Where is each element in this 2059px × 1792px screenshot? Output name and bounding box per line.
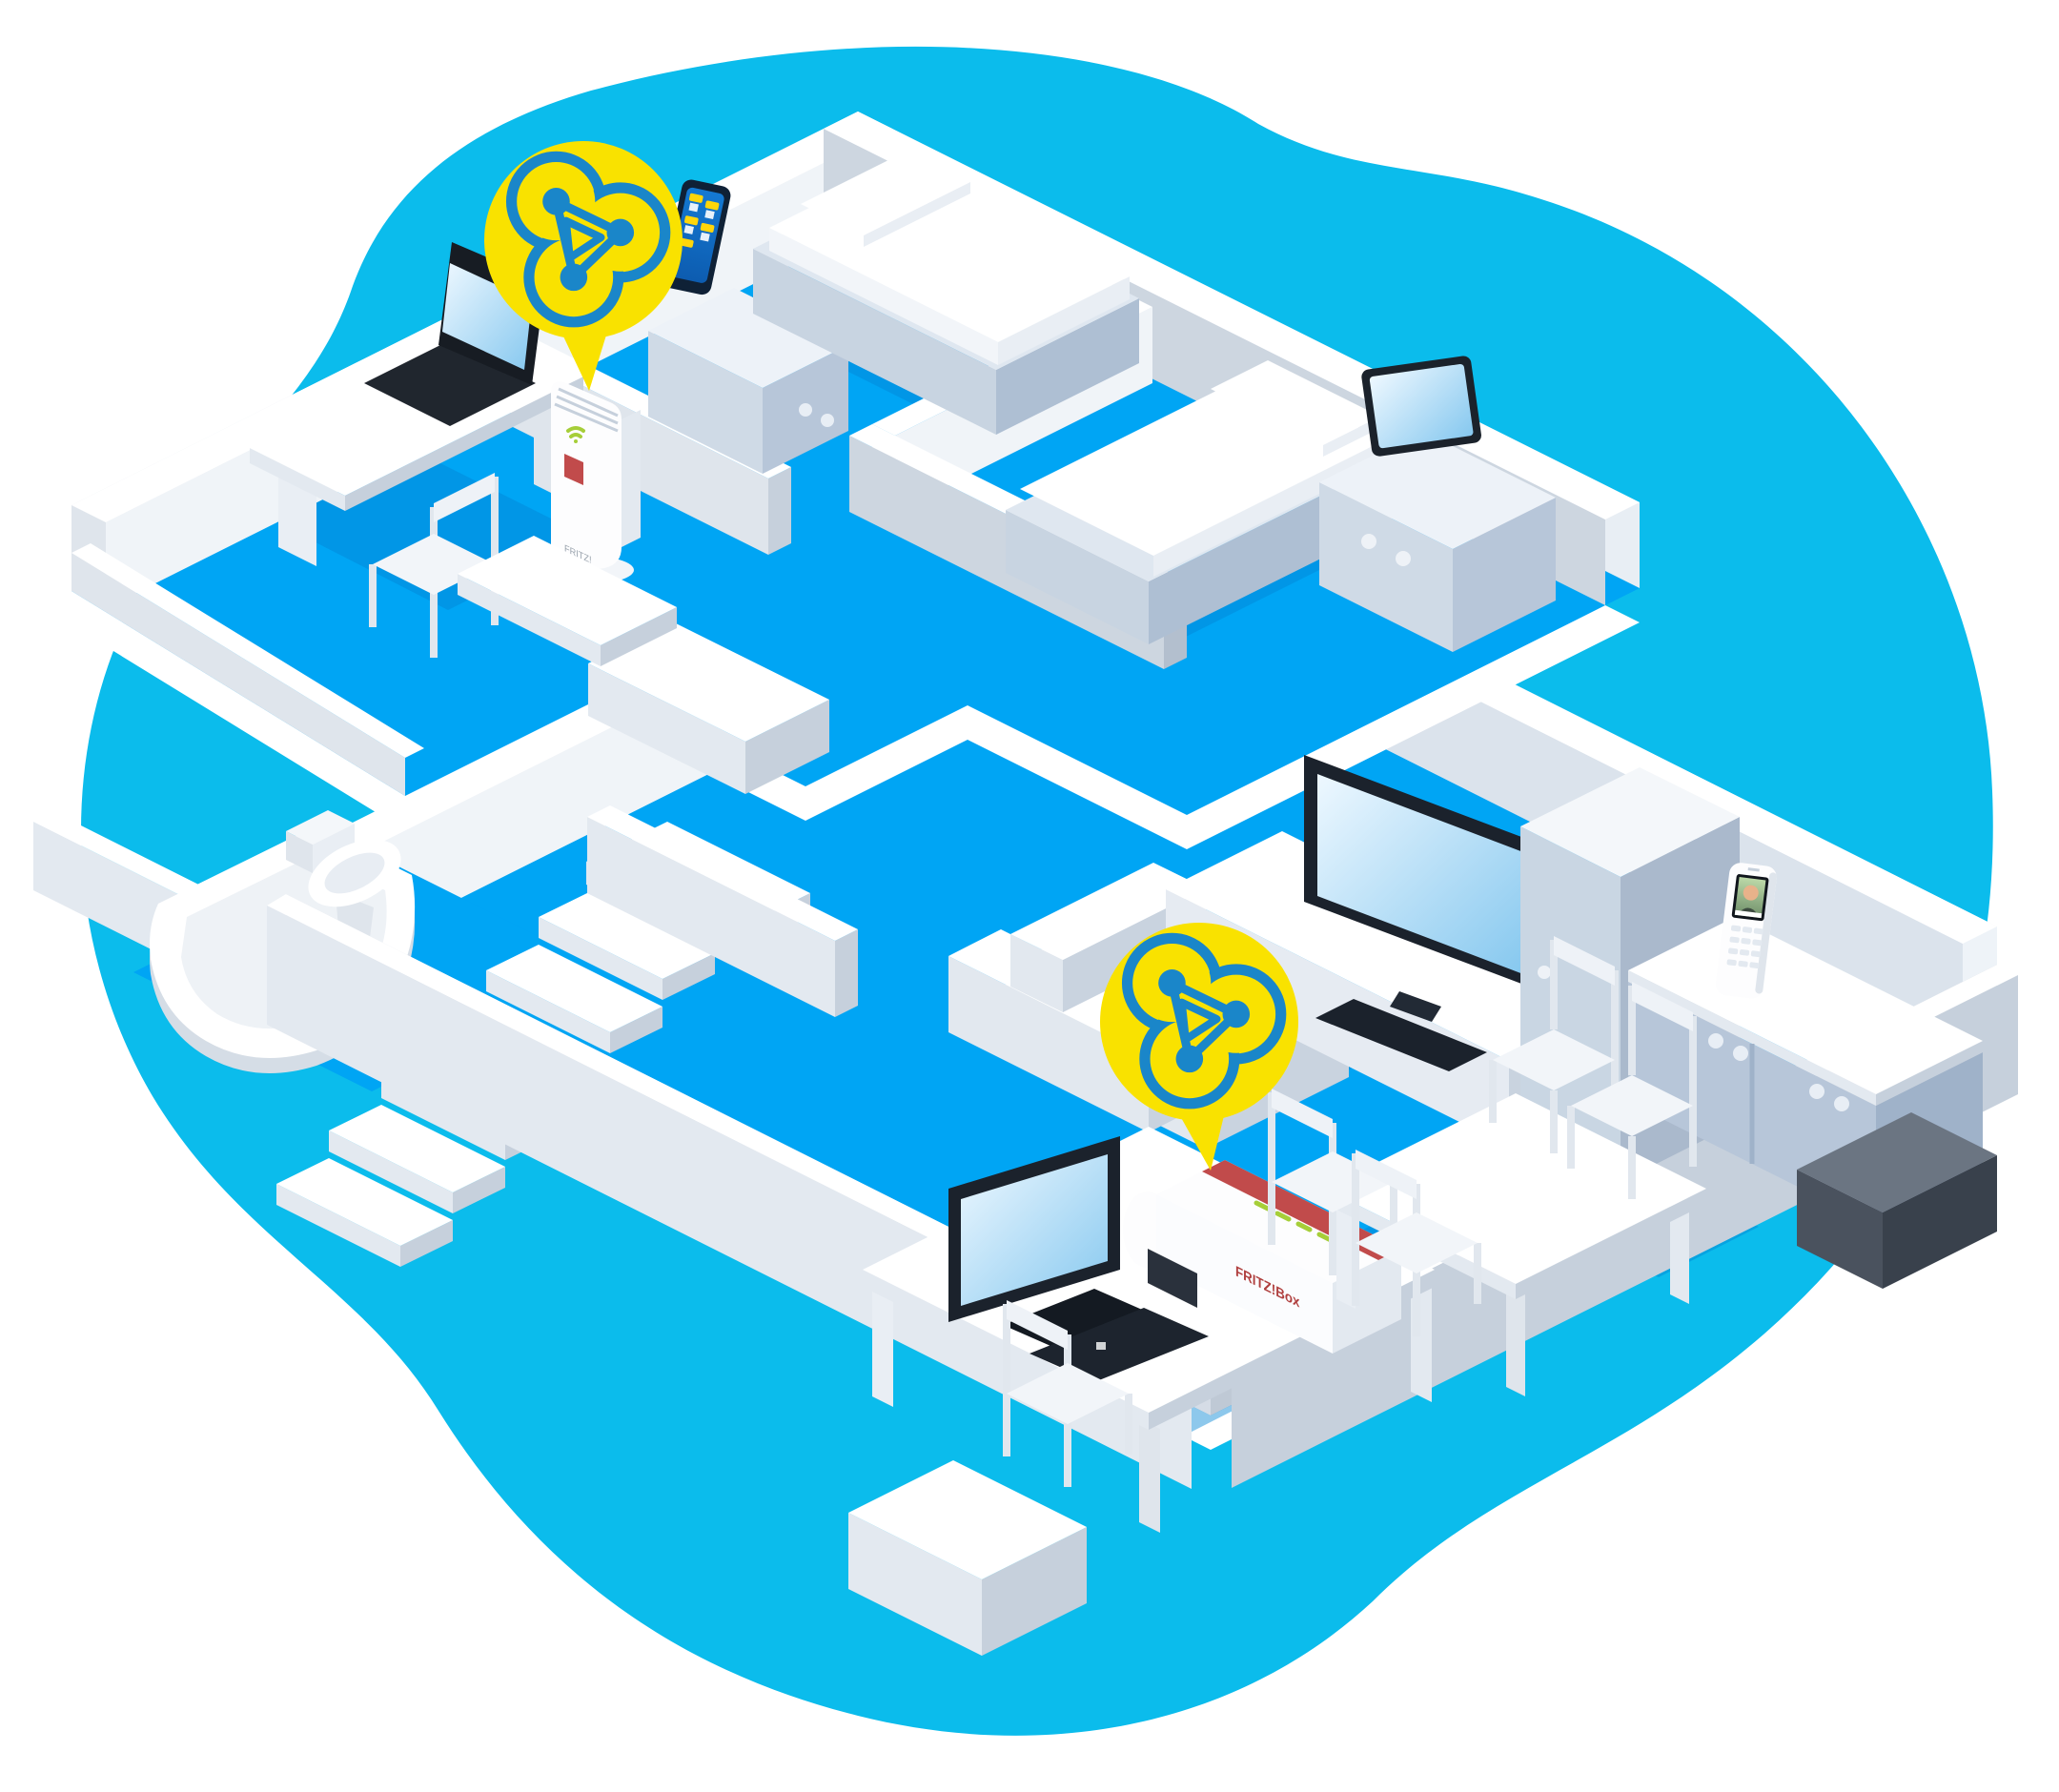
dect-handset [1715,863,1778,999]
bed-1 [753,151,1139,435]
repeater-vents [554,387,619,433]
corner-unit [1797,1112,1997,1289]
smartphone [663,179,731,295]
dining-chair [1567,982,1697,1199]
desk-chair [1003,1300,1132,1487]
upper-floor: FRITZ! [71,112,1640,849]
repeater-connect-button [564,454,583,485]
monitor-screen [961,1154,1108,1306]
dresser [1319,431,1556,652]
mesh-bubble-router [1100,923,1298,1171]
mesh-bubble-repeater [484,141,683,391]
laptop-screen [442,263,532,370]
upper-landing [458,536,677,666]
handset-keypad [1726,925,1763,969]
desktop-monitor [948,1136,1209,1382]
dining-chair [1489,936,1619,1153]
tv [1304,755,1537,1071]
repeater-wifi-led-icon [566,426,585,443]
bed-2 [1006,360,1392,644]
upper-parapet-sw [71,543,424,796]
nightstand [648,288,848,474]
fritz-repeater: FRITZ! [539,381,641,584]
storage-chest [848,1460,1087,1656]
tv-screen [1317,774,1523,974]
dining-chair [1352,1150,1481,1336]
tablet [1361,356,1481,457]
tablet-screen [1369,363,1474,449]
hall-bench [588,621,829,794]
app-tile-grid-icon [679,193,720,248]
living-room-wall-stub [587,805,858,1017]
